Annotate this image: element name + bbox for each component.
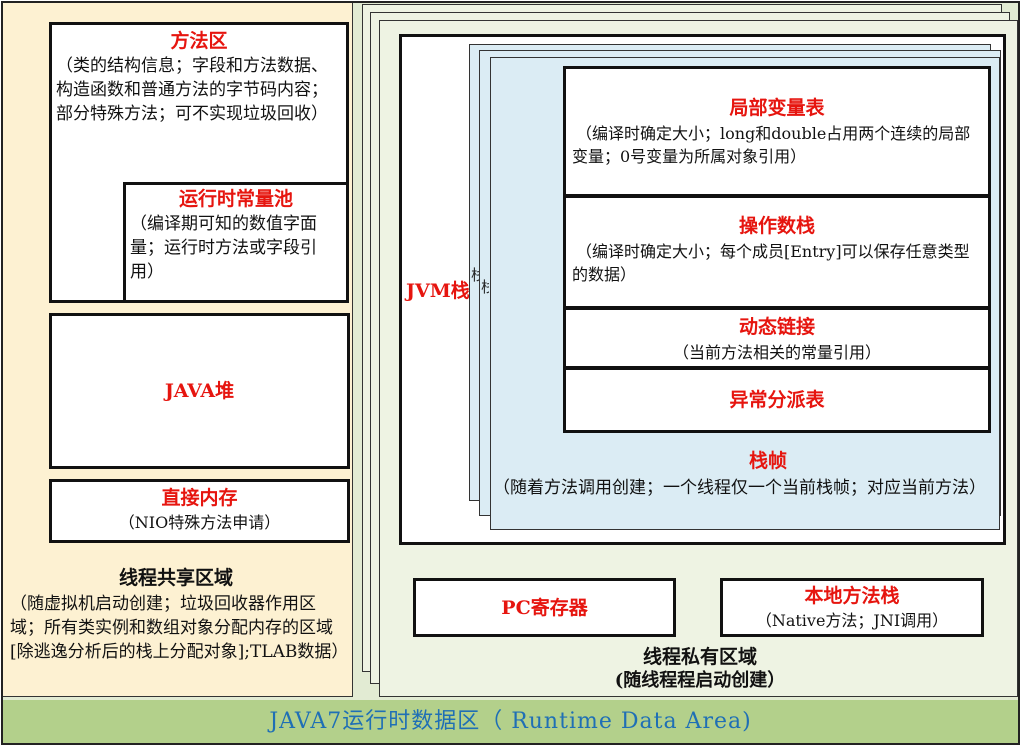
pc-register: PC寄存器 bbox=[413, 578, 676, 637]
thread-shared-desc: （随虚拟机启动创建；垃圾回收器作用区域；所有类实例和数组对象分配内存的区域[除逃… bbox=[10, 594, 349, 662]
dynamic-link-desc: （当前方法相关的常量引用） bbox=[672, 343, 881, 362]
method-area-title: 方法区 bbox=[170, 30, 228, 52]
direct-memory-title: 直接内存 bbox=[161, 487, 238, 509]
thread-private-desc: (随线程程启动创建） bbox=[614, 670, 786, 691]
local-vars-title: 局部变量表 bbox=[729, 97, 825, 119]
footer-title: JAVA7运行时数据区（ Runtime Data Area) bbox=[269, 709, 752, 734]
direct-memory: 直接内存 （NIO特殊方法申请） bbox=[49, 479, 350, 543]
jvm-stack-title: JVM栈 bbox=[406, 280, 470, 302]
stack-frame-title: 栈帧 bbox=[748, 450, 787, 472]
pc-register-title: PC寄存器 bbox=[501, 596, 588, 619]
stack-frame-back-label-2: 栈 bbox=[481, 278, 489, 296]
stack-frame-desc: （随着方法调用创建；一个线程仅一个当前栈帧；对应当前方法） bbox=[493, 478, 986, 498]
native-method-stack: 本地方法栈 （Native方法；JNI调用） bbox=[720, 578, 984, 637]
method-area-desc: （类的结构信息；字段和方法数据、构造函数和普通方法的字节码内容；部分特殊方法；可… bbox=[56, 56, 328, 124]
operand-stack-desc: （编译时确定大小；每个成员[Entry]可以保存任意类型的数据） bbox=[572, 242, 970, 284]
native-stack-title: 本地方法栈 bbox=[804, 585, 900, 607]
exception-table-title: 异常分派表 bbox=[729, 389, 825, 411]
dynamic-link: 动态链接 （当前方法相关的常量引用） bbox=[563, 307, 991, 369]
constant-pool-title: 运行时常量池 bbox=[178, 188, 293, 210]
java-heap-title: JAVA堆 bbox=[164, 380, 235, 402]
dynamic-link-title: 动态链接 bbox=[738, 316, 815, 338]
runtime-constant-pool: 运行时常量池 （编译期可知的数值字面量；运行时方法或字段引用） bbox=[123, 182, 349, 303]
footer-band bbox=[3, 700, 1018, 743]
java-heap: JAVA堆 bbox=[49, 313, 350, 469]
thread-shared-title: 线程共享区域 bbox=[118, 567, 233, 589]
constant-pool-desc: （编译期可知的数值字面量；运行时方法或字段引用） bbox=[130, 214, 317, 282]
operand-stack: 操作数栈 （编译时确定大小；每个成员[Entry]可以保存任意类型的数据） bbox=[563, 195, 991, 309]
exception-dispatch-table: 异常分派表 bbox=[563, 367, 991, 433]
stack-frame-back-label-1: 栈 bbox=[471, 266, 479, 284]
thread-private-label: 线程私有区域 (随线程程启动创建） bbox=[560, 646, 840, 693]
thread-private-title: 线程私有区域 bbox=[642, 646, 757, 668]
local-variable-table: 局部变量表 （编译时确定大小；long和double占用两个连续的局部变量；0号… bbox=[563, 66, 991, 197]
operand-stack-title: 操作数栈 bbox=[738, 215, 815, 237]
native-stack-desc: （Native方法；JNI调用） bbox=[755, 611, 949, 630]
thread-shared-label: 线程共享区域 （随虚拟机启动创建；垃圾回收器作用区域；所有类实例和数组对象分配内… bbox=[6, 566, 349, 664]
direct-memory-desc: （NIO特殊方法申请） bbox=[118, 513, 281, 532]
local-vars-desc: （编译时确定大小；long和double占用两个连续的局部变量；0号变量为所属对… bbox=[572, 124, 971, 166]
